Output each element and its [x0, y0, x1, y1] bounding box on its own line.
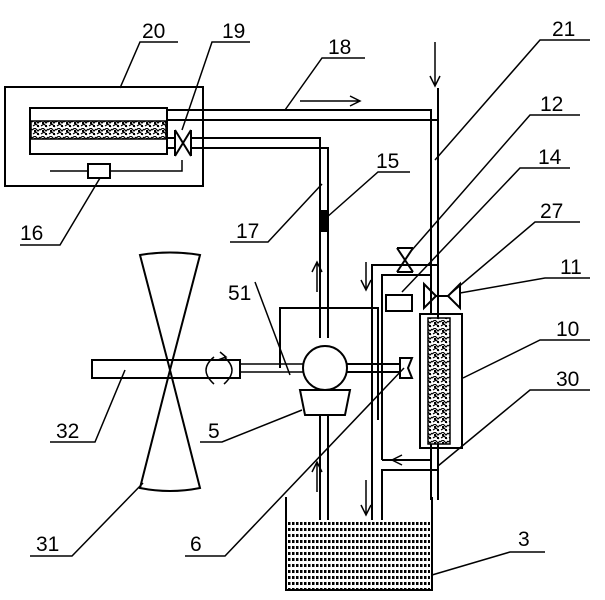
label-5: 5	[208, 420, 220, 443]
label-10: 10	[556, 318, 579, 341]
valve-19	[167, 129, 329, 338]
label-15: 15	[376, 150, 399, 173]
label-17: 17	[236, 220, 259, 243]
valve-12	[396, 247, 414, 273]
label-16: 16	[20, 222, 43, 245]
label-51: 51	[228, 282, 251, 305]
pump-51	[279, 307, 414, 520]
valve-27	[423, 281, 461, 311]
fan-31	[91, 251, 303, 492]
label-14: 14	[538, 146, 562, 169]
reference-numerals: 20 19 18 21 12 14 27 11 10 30 15 16 17 5…	[20, 18, 582, 556]
label-31: 31	[36, 533, 59, 556]
label-3: 3	[518, 528, 530, 551]
label-30: 30	[556, 368, 579, 391]
sensor-15	[320, 210, 328, 232]
label-18: 18	[328, 36, 351, 59]
sensor-14	[385, 294, 413, 312]
label-19: 19	[222, 20, 245, 43]
label-21: 21	[552, 18, 575, 41]
pipe-30	[360, 262, 438, 520]
tank-3	[285, 497, 433, 591]
stack-21-inlet-arrow	[429, 42, 441, 88]
leader-lines	[20, 39, 590, 576]
label-27: 27	[540, 200, 563, 223]
label-11: 11	[560, 256, 582, 279]
label-12: 12	[540, 93, 563, 116]
label-6: 6	[190, 533, 202, 556]
sensor-16	[50, 160, 183, 179]
enclosure-20	[4, 86, 204, 187]
label-32: 32	[56, 420, 79, 443]
filter-10	[419, 313, 463, 449]
label-20: 20	[142, 20, 165, 43]
